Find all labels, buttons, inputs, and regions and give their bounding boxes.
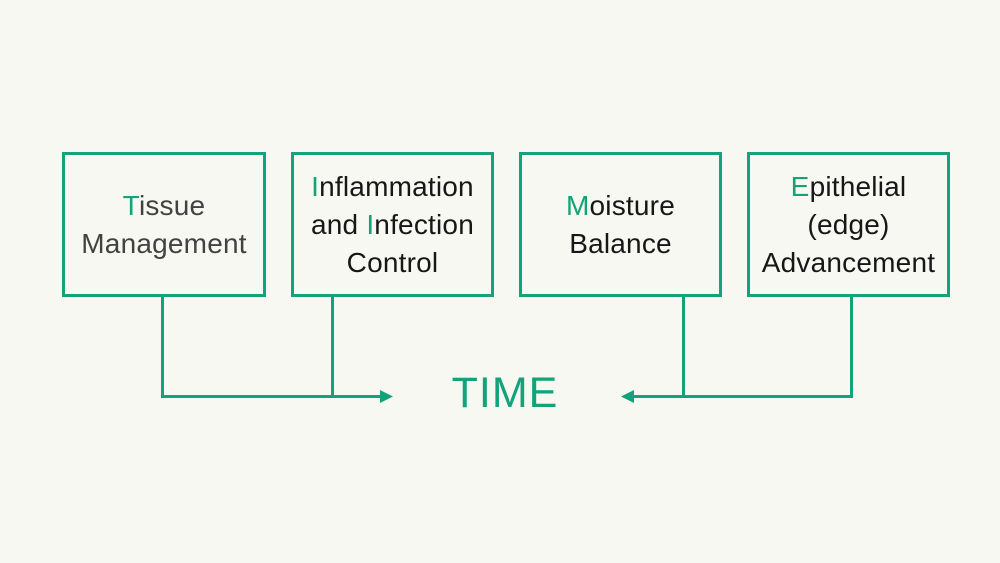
time-label: TIME xyxy=(451,369,559,417)
box-text-line: Epithelial xyxy=(790,170,907,202)
box-text-line: Management xyxy=(81,227,247,259)
box-text-line: Balance xyxy=(569,227,672,259)
box-text-line: Advancement xyxy=(761,246,936,278)
box-epithelial-edge-advancement: Epithelial (edge) Advancement xyxy=(747,152,950,297)
box-text-line: (edge) xyxy=(807,208,890,240)
box-text-line: Inflammation xyxy=(311,170,474,202)
arrow-right-icon xyxy=(380,390,393,403)
box-text-line: Moisture xyxy=(566,189,675,221)
box-text-line: and Infection xyxy=(311,208,474,240)
arrow-left-icon xyxy=(621,390,634,403)
box-text-line: Tissue xyxy=(122,189,206,221)
box-text-line: Control xyxy=(346,246,439,278)
